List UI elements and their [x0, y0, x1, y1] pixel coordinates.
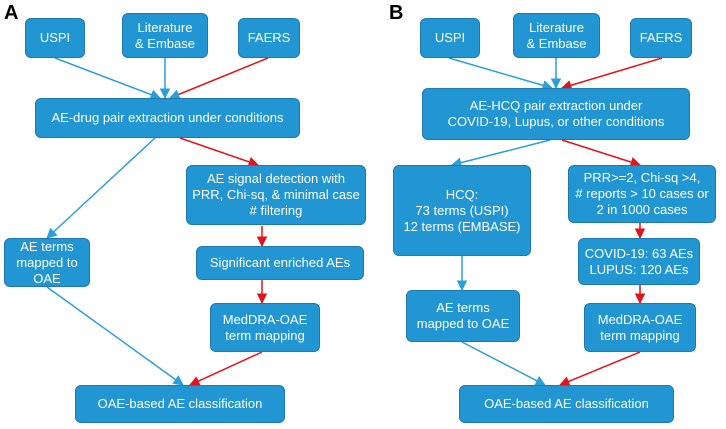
arrow-b-meddra-to-classification — [559, 351, 641, 387]
node-b-ae-counts-text: COVID-19: 63 AEs LUPUS: 120 AEs — [584, 245, 694, 277]
arrow-a-extraction-to-signal — [179, 137, 259, 167]
node-b-hcq-terms-text: HCQ: 73 terms (USPI) 12 terms (EMBASE) — [403, 186, 521, 234]
node-a-uspi-text: USPI — [39, 30, 71, 45]
arrow-a-faers-to-extraction — [169, 57, 269, 100]
node-a-faers: FAERS — [238, 18, 300, 58]
node-a-ae-terms-text: AE terms mapped to OAE — [16, 238, 78, 286]
arrow-a-aeterms-to-classification — [46, 286, 184, 386]
node-b-faers-text: FAERS — [639, 30, 683, 45]
node-b-ae-terms-text: AE terms mapped to OAE — [416, 300, 510, 331]
node-a-classification-text: OAE-based AE classification — [97, 396, 263, 411]
node-b-uspi: USPI — [420, 18, 480, 58]
arrow-b-extraction-to-prr — [561, 139, 641, 168]
node-b-prr-criteria: PRR>=2, Chi-sq >4, # reports > 10 cases … — [568, 165, 716, 223]
node-b-meddra-mapping: MedDRA-OAE term mapping — [584, 303, 696, 352]
node-b-meddra-mapping-text: MedDRA-OAE term mapping — [597, 311, 683, 343]
node-b-prr-criteria-text: PRR>=2, Chi-sq >4, # reports > 10 cases … — [575, 170, 709, 217]
node-a-ae-terms: AE terms mapped to OAE — [4, 238, 90, 287]
arrow-a-uspi-to-extraction — [54, 57, 161, 100]
node-b-hcq-terms: HCQ: 73 terms (USPI) 12 terms (EMBASE) — [393, 165, 531, 256]
node-b-ae-counts: COVID-19: 63 AEs LUPUS: 120 AEs — [578, 238, 700, 285]
node-b-uspi-text: USPI — [434, 30, 466, 45]
arrow-b-faers-to-extraction — [560, 57, 663, 91]
node-b-literature: Literature & Embase — [513, 13, 600, 58]
node-b-faers: FAERS — [630, 18, 692, 58]
arrow-b-uspi-to-extraction — [448, 57, 554, 91]
node-b-extraction: AE-HCQ pair extraction under COVID-19, L… — [422, 88, 690, 140]
arrow-b-extraction-to-hcq — [450, 139, 551, 168]
arrow-a-extraction-to-aeterms — [46, 137, 156, 239]
node-a-enriched-aes: Significant enriched AEs — [196, 246, 364, 280]
node-b-classification-text: OAE-based AE classification — [484, 396, 649, 411]
node-a-faers-text: FAERS — [247, 30, 291, 45]
node-a-signal-detection: AE signal detection with PRR, Chi-sq, & … — [186, 165, 366, 225]
node-a-literature: Literature & Embase — [122, 13, 208, 58]
panel-label-b: B — [389, 2, 404, 24]
node-a-uspi: USPI — [25, 18, 85, 58]
panel-label-a: A — [4, 2, 19, 24]
node-a-classification: OAE-based AE classification — [75, 385, 285, 423]
node-a-extraction: AE-drug pair extraction under conditions — [35, 98, 300, 138]
node-b-ae-terms: AE terms mapped to OAE — [406, 290, 520, 342]
node-a-signal-detection-text: AE signal detection with PRR, Chi-sq, & … — [192, 171, 360, 218]
node-b-classification: OAE-based AE classification — [459, 385, 674, 423]
node-b-extraction-text: AE-HCQ pair extraction under COVID-19, L… — [447, 98, 665, 129]
node-a-meddra-mapping-text: MedDRA-OAE term mapping — [222, 311, 308, 343]
arrow-a-meddra-to-classification — [189, 351, 263, 386]
node-b-literature-text: Literature & Embase — [526, 19, 587, 51]
node-a-extraction-text: AE-drug pair extraction under conditions — [51, 110, 284, 125]
node-a-meddra-mapping: MedDRA-OAE term mapping — [210, 303, 320, 352]
node-a-enriched-aes-text: Significant enriched AEs — [209, 255, 351, 270]
node-a-literature-text: Literature & Embase — [135, 19, 195, 51]
arrow-b-aeterms-to-classification — [461, 341, 546, 386]
